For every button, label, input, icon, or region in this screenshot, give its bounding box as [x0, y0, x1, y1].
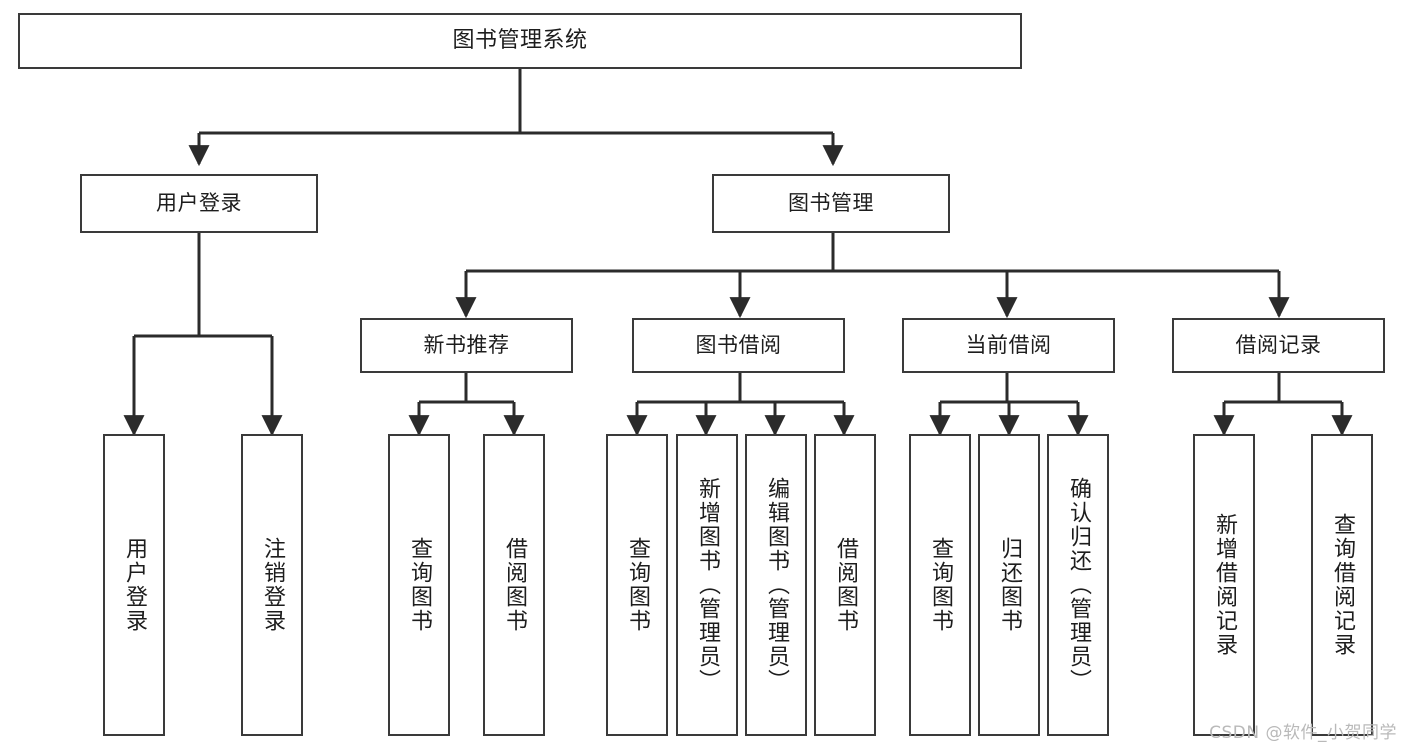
node-current-borrow[interactable]: 当前借阅	[902, 318, 1115, 373]
node-new-book-recommend[interactable]: 新书推荐	[360, 318, 573, 373]
leaf-query-book-recommend-label: 查询图书	[406, 537, 432, 633]
leaf-add-borrow-record[interactable]: 新增借阅记录	[1193, 434, 1255, 736]
leaf-user-login[interactable]: 用户登录	[103, 434, 165, 736]
leaf-logout[interactable]: 注销登录	[241, 434, 303, 736]
leaf-query-borrow-record-label: 查询借阅记录	[1329, 513, 1355, 657]
node-book-borrow[interactable]: 图书借阅	[632, 318, 845, 373]
csdn-watermark: CSDN @软件_小贺同学	[1209, 723, 1397, 743]
leaf-add-borrow-record-label: 新增借阅记录	[1211, 513, 1237, 657]
leaf-confirm-return-admin[interactable]: 确认归还（管理员）	[1047, 434, 1109, 736]
leaf-query-book-borrow[interactable]: 查询图书	[606, 434, 668, 736]
leaf-edit-book-admin[interactable]: 编辑图书（管理员）	[745, 434, 807, 736]
leaf-query-book-current-label: 查询图书	[927, 537, 953, 633]
leaf-user-login-label: 用户登录	[121, 537, 147, 633]
node-new-book-recommend-label: 新书推荐	[423, 332, 510, 357]
leaf-borrow-book[interactable]: 借阅图书	[814, 434, 876, 736]
leaf-borrow-book-recommend[interactable]: 借阅图书	[483, 434, 545, 736]
node-root-system-label: 图书管理系统	[452, 27, 588, 53]
leaf-query-borrow-record[interactable]: 查询借阅记录	[1311, 434, 1373, 736]
node-root-system[interactable]: 图书管理系统	[18, 13, 1022, 69]
leaf-borrow-book-recommend-label: 借阅图书	[501, 537, 527, 633]
leaf-logout-label: 注销登录	[259, 537, 285, 633]
node-user-login-label: 用户登录	[156, 190, 242, 215]
node-book-borrow-label: 图书借阅	[695, 332, 782, 357]
leaf-query-book-recommend[interactable]: 查询图书	[388, 434, 450, 736]
leaf-query-book-current[interactable]: 查询图书	[909, 434, 971, 736]
leaf-return-book-label: 归还图书	[996, 537, 1022, 633]
node-book-management[interactable]: 图书管理	[712, 174, 950, 233]
node-borrow-record[interactable]: 借阅记录	[1172, 318, 1385, 373]
leaf-add-book-admin[interactable]: 新增图书（管理员）	[676, 434, 738, 736]
leaf-query-book-borrow-label: 查询图书	[624, 537, 650, 633]
node-borrow-record-label: 借阅记录	[1235, 332, 1322, 357]
leaf-return-book[interactable]: 归还图书	[978, 434, 1040, 736]
node-current-borrow-label: 当前借阅	[965, 332, 1052, 357]
leaf-borrow-book-label: 借阅图书	[832, 537, 858, 633]
leaf-edit-book-admin-label: 编辑图书（管理员）	[763, 477, 789, 693]
node-book-management-label: 图书管理	[788, 190, 874, 215]
leaf-confirm-return-admin-label: 确认归还（管理员）	[1065, 477, 1091, 693]
node-user-login[interactable]: 用户登录	[80, 174, 318, 233]
leaf-add-book-admin-label: 新增图书（管理员）	[694, 477, 720, 693]
